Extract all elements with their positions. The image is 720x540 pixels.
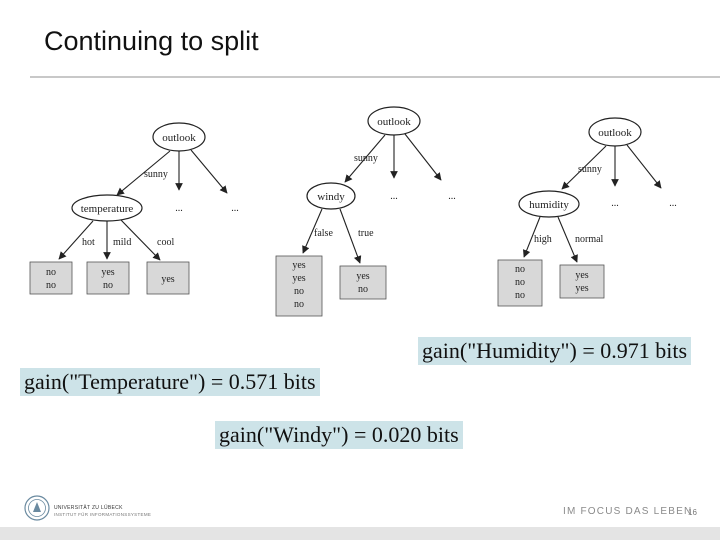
leaf-value: yes	[575, 283, 588, 294]
leaf-box-false	[275, 255, 323, 317]
university-seal-logo	[24, 495, 50, 521]
humidity-node-label: humidity	[529, 199, 569, 211]
windy-node-label: windy	[317, 191, 345, 203]
edge-cool	[120, 219, 161, 261]
leaf-value: no	[515, 277, 525, 288]
edge-hot	[58, 220, 94, 260]
leaf-value: yes	[292, 273, 305, 284]
edge-label-high: high	[534, 234, 552, 245]
leaf-value: no	[294, 286, 304, 297]
edge-label-false: false	[314, 228, 333, 239]
leaf-value: yes	[101, 267, 114, 278]
windy-node	[306, 182, 356, 210]
ellipsis-label: ...	[669, 198, 677, 209]
leaf-value: no	[46, 280, 56, 291]
leaf-value: yes	[292, 260, 305, 271]
tree-temperature: outlook sunny ... ... temperature hot mi…	[29, 122, 239, 295]
leaf-value: no	[103, 280, 113, 291]
sunny-label: sunny	[578, 164, 602, 175]
leaf-value: no	[358, 284, 368, 295]
leaf-value: yes	[161, 274, 174, 285]
edge-sunny	[116, 150, 171, 196]
edge-true	[339, 208, 362, 264]
leaf-value: no	[515, 264, 525, 275]
ellipsis-label: ...	[390, 191, 398, 202]
formula-gain-windy: gain("Windy") = 0.020 bits	[215, 421, 463, 449]
leaf-box-normal	[559, 264, 605, 299]
edge-high	[522, 216, 541, 258]
page-number: 16	[688, 508, 697, 517]
edge-false	[302, 208, 323, 254]
ellipsis-label: ...	[175, 203, 183, 214]
edge-label-normal: normal	[575, 234, 604, 245]
leaf-value: yes	[356, 271, 369, 282]
formula-gain-humidity: gain("Humidity") = 0.971 bits	[418, 337, 692, 365]
edge-label-true: true	[358, 228, 374, 239]
outlook-node-label: outlook	[162, 132, 196, 144]
temperature-node-label: temperature	[81, 203, 134, 215]
leaf-value: no	[515, 290, 525, 301]
sunny-label: sunny	[354, 153, 378, 164]
edge-other-2	[626, 144, 662, 189]
tree-windy: outlook sunny ... ... windy false true y…	[275, 106, 456, 317]
outlook-node-label: outlook	[377, 116, 411, 128]
leaf-value: no	[294, 299, 304, 310]
leaf-box-mild	[86, 261, 130, 295]
edge-sunny	[344, 134, 386, 183]
sunny-label: sunny	[144, 169, 168, 180]
leaf-box-cool	[146, 261, 190, 295]
edge-other-2	[190, 149, 228, 194]
edge-label-hot: hot	[82, 237, 95, 248]
title-divider	[30, 76, 720, 78]
humidity-node	[518, 190, 580, 218]
formula-gain-temperature: gain("Temperature") = 0.571 bits	[20, 368, 320, 396]
edge-sunny	[561, 145, 607, 190]
leaf-value: no	[46, 267, 56, 278]
footer-bar	[0, 527, 720, 540]
ellipsis-label: ...	[448, 191, 456, 202]
edge-normal	[557, 216, 578, 263]
leaf-box-true	[339, 265, 387, 300]
leaf-box-hot	[29, 261, 73, 295]
footer-slogan: IM FOCUS DAS LEBEN	[563, 506, 693, 517]
slide-title: Continuing to split	[44, 26, 259, 56]
tree-humidity: outlook sunny ... ... humidity high norm…	[497, 117, 677, 307]
outlook-node-label: outlook	[598, 127, 632, 139]
edge-label-cool: cool	[157, 237, 174, 248]
ellipsis-label: ...	[231, 203, 239, 214]
edge-other-2	[404, 133, 442, 181]
edge-label-mild: mild	[113, 237, 131, 248]
ellipsis-label: ...	[611, 198, 619, 209]
university-name: UNIVERSITÄT ZU LÜBECK	[54, 505, 123, 511]
leaf-box-high	[497, 259, 543, 307]
leaf-value: yes	[575, 270, 588, 281]
institute-name: INSTITUT FÜR INFORMATIONSSYSTEME	[54, 512, 152, 517]
